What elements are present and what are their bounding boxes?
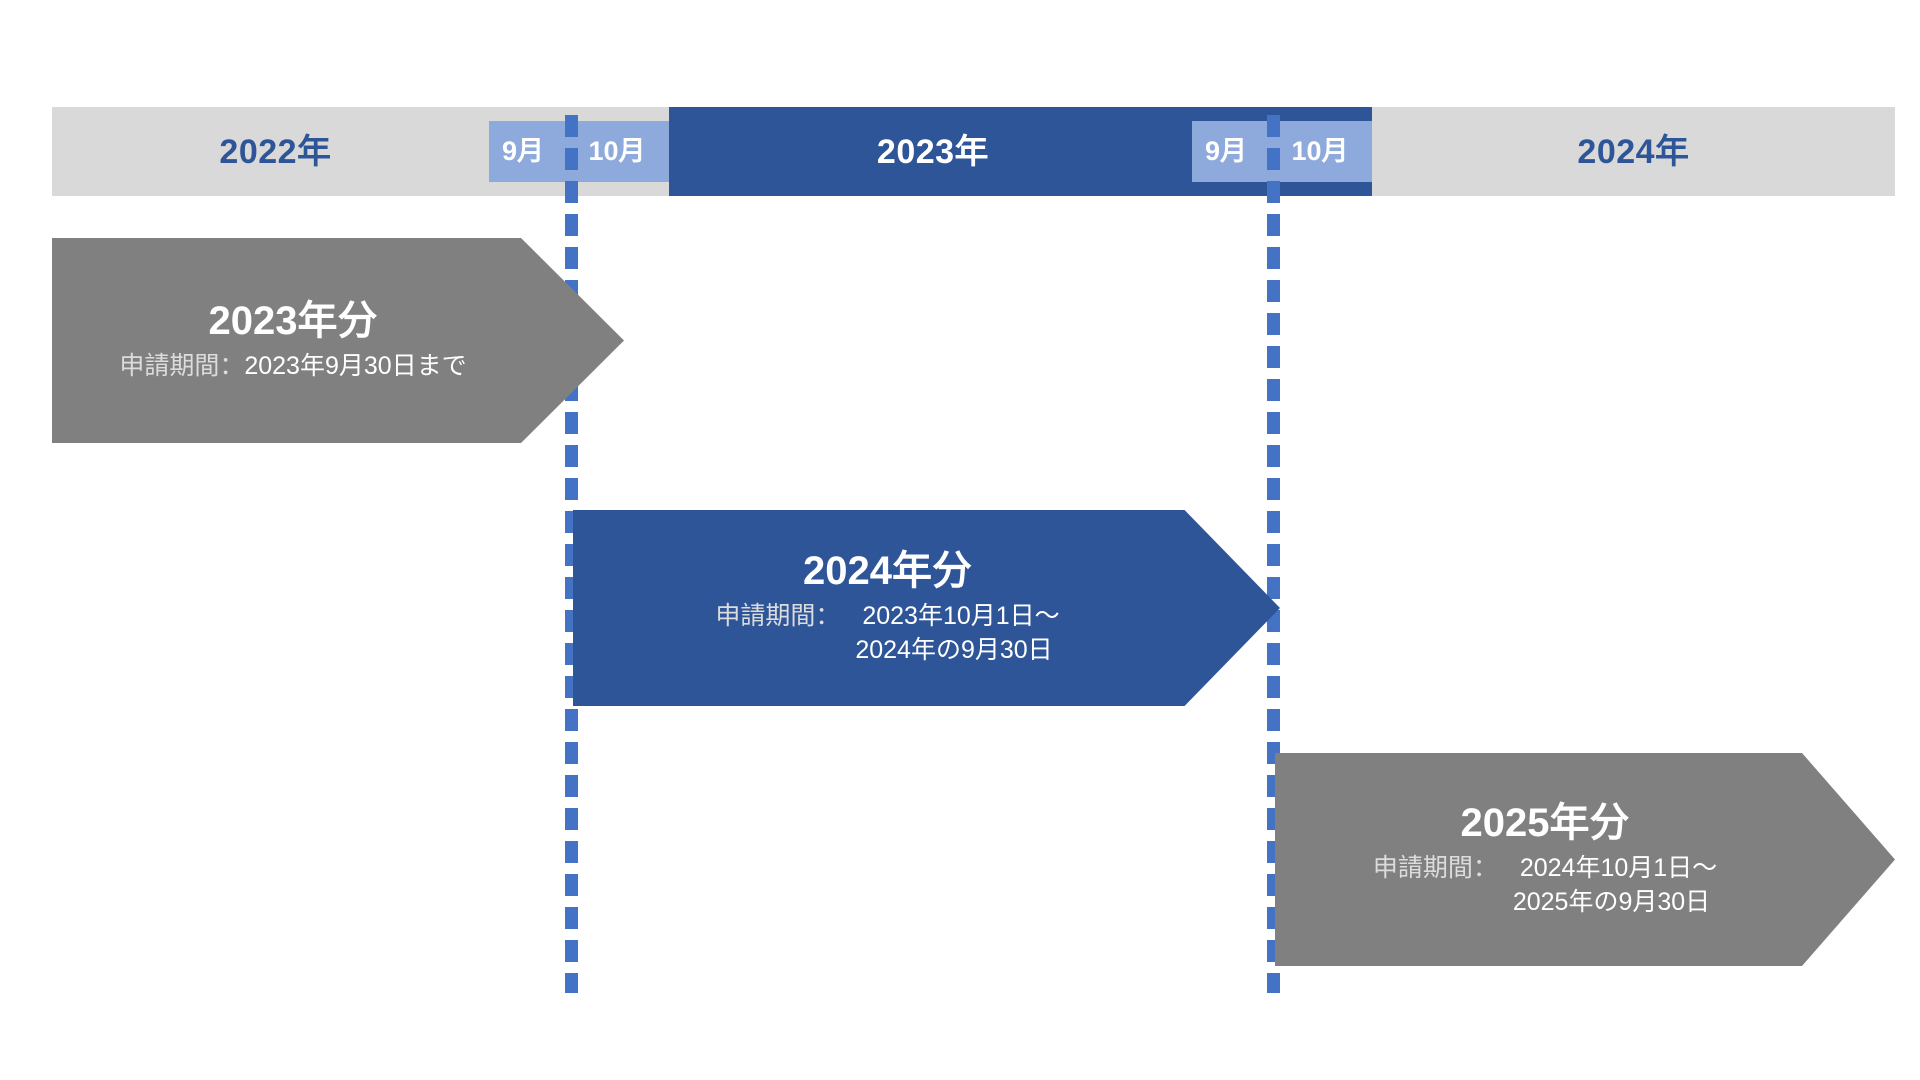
period-arrow-2023: 2023年分 申請期間：2023年9月30日まで [52,238,624,443]
month-label-september-2023: 9月 [1204,136,1248,166]
period-range-line1-2023: 2023年9月30日まで [244,351,467,380]
period-detail-2023: 申請期間：2023年9月30日まで [119,350,466,384]
period-arrow-2025: 2025年分 申請期間： 2024年10月1日〜 2025年の9月30日 [1275,753,1895,966]
month-marker-2023: 9月 10月 [1192,121,1372,182]
year-label-2022: 2022年 [219,132,332,171]
period-detail-line2-2024: 2024年の9月30日 [715,634,1059,668]
period-detail-line1-2023: 申請期間：2023年9月30日まで [119,350,466,384]
period-detail-line1-2025: 申請期間： 2024年10月1日〜 [1373,852,1717,886]
period-range-line1-2024: 2023年10月1日〜 [862,602,1060,631]
period-detail-2025: 申請期間： 2024年10月1日〜 2025年の9月30日 [1373,852,1717,920]
period-detail-line1-2024: 申請期間： 2023年10月1日〜 [715,600,1059,634]
period-range-line2-2025: 2025年の9月30日 [1512,887,1711,916]
period-title-2024: 2024年分 [803,549,972,594]
period-range-line1-2025: 2024年10月1日〜 [1519,853,1718,882]
year-label-2024: 2024年 [1577,132,1690,171]
period-detail-2024: 申請期間： 2023年10月1日〜 2024年の9月30日 [715,600,1059,668]
period-detail-line2-2025: 2025年の9月30日 [1373,886,1717,920]
period-application-label-2024: 申請期間： [715,602,841,631]
year-axis-band: 2022年 2023年 2024年 9月 10月 9月 10月 [52,107,1895,196]
year-segment-2024: 2024年 [1372,107,1895,196]
year-label-2023: 2023年 [876,132,990,171]
month-label-october-2022: 10月 [588,136,646,166]
period-title-2025: 2025年分 [1460,800,1630,845]
period-title-2023: 2023年分 [208,298,378,343]
period-arrow-2024: 2024年分 申請期間： 2023年10月1日〜 2024年の9月30日 [573,510,1280,706]
month-label-october-2023: 10月 [1291,136,1349,166]
period-application-label-2025: 申請期間： [1372,853,1498,882]
period-application-label-2023: 申請期間： [119,351,245,380]
period-range-line2-2024: 2024年の9月30日 [855,636,1053,664]
month-marker-2022: 9月 10月 [489,121,669,182]
month-label-september-2022: 9月 [501,136,545,166]
